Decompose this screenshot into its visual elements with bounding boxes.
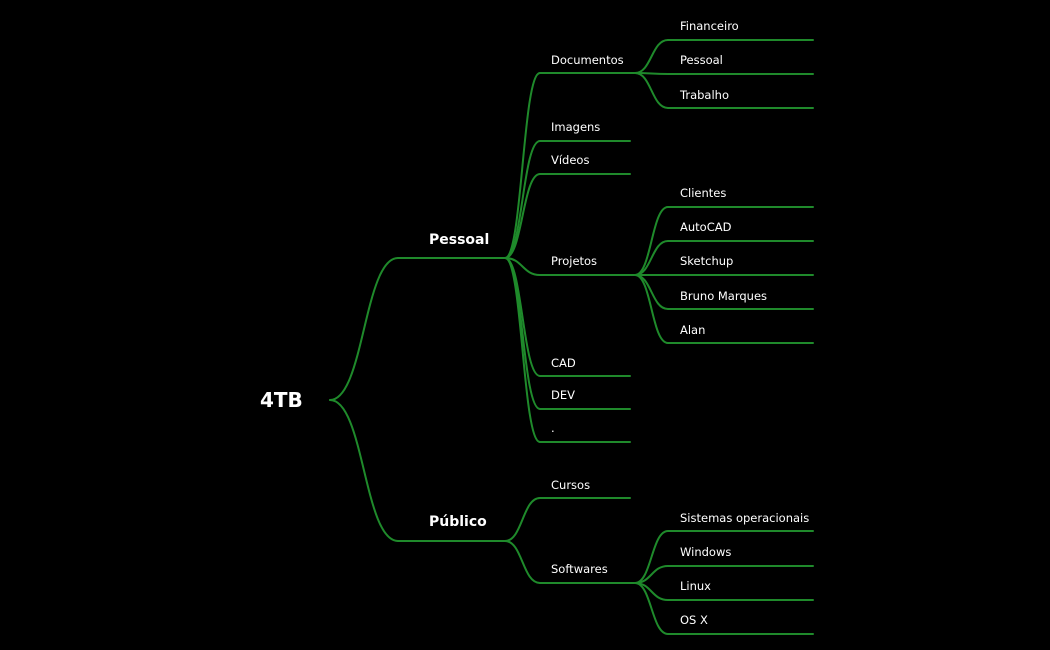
node-pessoal-doc[interactable]: Pessoal: [680, 53, 723, 67]
node-publico[interactable]: Público: [429, 514, 487, 530]
node-documentos[interactable]: Documentos: [551, 53, 624, 67]
node-clientes[interactable]: Clientes: [680, 186, 726, 200]
edge-root-pessoal: [329, 257, 399, 401]
root-node-label[interactable]: 4TB: [260, 388, 303, 412]
edge-publico-cursos: [504, 497, 541, 542]
edge-projetos-bruno: [634, 274, 669, 310]
node-alan[interactable]: Alan: [680, 323, 705, 337]
edge-softwares-osx: [634, 582, 669, 635]
edge-pessoal-dot: [504, 257, 541, 443]
edge-projetos-alan: [634, 274, 669, 344]
node-dev[interactable]: DEV: [551, 388, 575, 402]
node-sistemas-operacionais[interactable]: Sistemas operacionais: [680, 511, 809, 525]
node-trabalho[interactable]: Trabalho: [679, 88, 729, 102]
node-autocad[interactable]: AutoCAD: [680, 220, 732, 234]
node-os-x[interactable]: OS X: [680, 613, 708, 627]
edge-root-publico: [329, 399, 399, 542]
edge-projetos-clientes: [634, 206, 669, 276]
node-bruno-marques[interactable]: Bruno Marques: [680, 289, 767, 303]
node-softwares[interactable]: Softwares: [551, 562, 608, 576]
edge-projetos-autocad: [634, 240, 669, 276]
edge-pessoal-documentos: [504, 72, 541, 259]
node-linux[interactable]: Linux: [680, 579, 711, 593]
node-projetos[interactable]: Projetos: [551, 254, 597, 268]
edge-pessoal-videos: [504, 173, 541, 259]
node-sketchup[interactable]: Sketchup: [680, 254, 733, 268]
node-imagens[interactable]: Imagens: [551, 120, 600, 134]
edge-documentos-financeiro: [634, 39, 669, 74]
node-windows[interactable]: Windows: [680, 545, 731, 559]
node-cad[interactable]: CAD: [551, 356, 576, 370]
node-cursos[interactable]: Cursos: [551, 478, 590, 492]
edge-publico-softwares: [504, 540, 541, 584]
node-financeiro[interactable]: Financeiro: [680, 19, 739, 33]
edge-pessoal-dev: [504, 257, 541, 410]
node-labels: 4TB Pessoal Público Documentos Imagens V…: [260, 19, 809, 627]
branch-lines: [329, 39, 814, 635]
node-videos[interactable]: Vídeos: [551, 153, 589, 167]
node-dot[interactable]: .: [551, 421, 555, 435]
node-pessoal[interactable]: Pessoal: [429, 232, 489, 248]
edge-pessoal-imagens: [504, 140, 541, 259]
edge-documentos-trabalho: [634, 72, 669, 109]
edge-pessoal-projetos: [504, 257, 541, 276]
